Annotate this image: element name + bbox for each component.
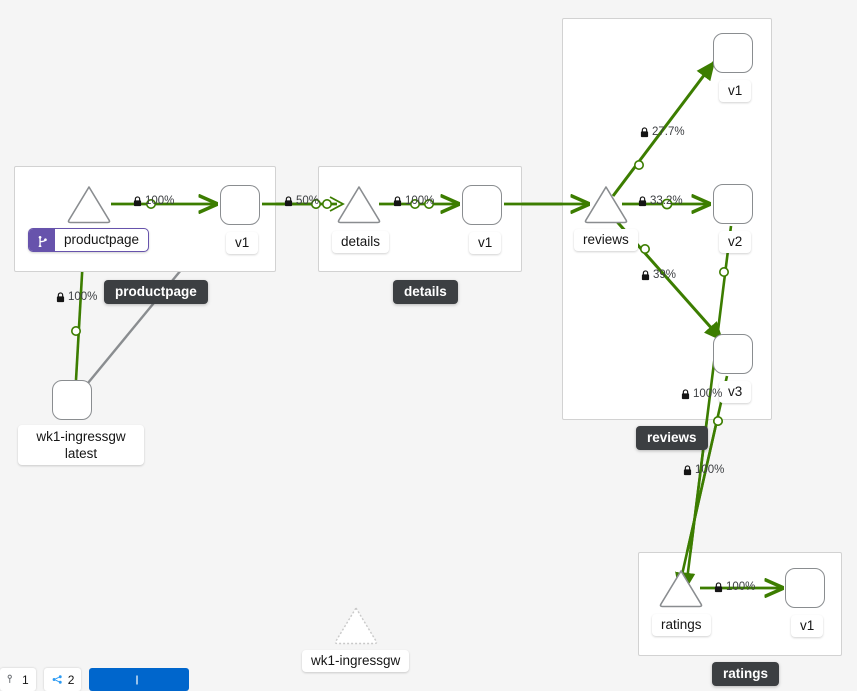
group-label-reviews[interactable]: reviews xyxy=(636,426,708,450)
edge-label-ratings-to-v1: 100% xyxy=(714,581,755,594)
edge-label-reviews-to-v3: 39% xyxy=(641,269,676,282)
node-workload-reviews-v3[interactable] xyxy=(713,334,753,374)
lock-icon xyxy=(638,196,647,207)
node-service-productpage[interactable] xyxy=(66,184,112,224)
node-service-reviews[interactable] xyxy=(583,184,629,224)
node-label-line-2: latest xyxy=(64,446,98,461)
node-label-wk1-ingressgw-ghost: wk1-ingressgw xyxy=(302,650,410,672)
group-label-ratings[interactable]: ratings xyxy=(712,662,780,686)
edge-pct: 100% xyxy=(68,291,98,303)
node-service-ratings[interactable] xyxy=(658,568,704,608)
edge-label-reviews-to-v2: 33.2% xyxy=(638,195,683,208)
badge-virtual-service-productpage[interactable]: productpage xyxy=(28,228,150,252)
node-label-wk1-ingressgw: wk1-ingressgw latest xyxy=(18,425,144,465)
node-label-reviews: reviews xyxy=(574,229,638,251)
node-label-details: details xyxy=(332,231,390,253)
edge-pct: 100% xyxy=(145,195,175,207)
node-workload-wk1-ingressgw[interactable] xyxy=(52,380,92,420)
edge-label-productpage-to-v1: 100% xyxy=(133,195,174,208)
edge-label-reviews-v3-to-ratings: 100% xyxy=(681,388,722,401)
lock-icon xyxy=(284,196,293,207)
share-icon xyxy=(52,675,62,684)
node-label-reviews-v2: v2 xyxy=(719,231,752,253)
node-label-details-v1: v1 xyxy=(469,232,502,254)
share-chip[interactable]: 2 xyxy=(43,668,82,691)
edge-label-reviews-to-v1: 27.7% xyxy=(640,126,685,139)
node-workload-ratings-v1[interactable] xyxy=(785,568,825,608)
lock-icon xyxy=(640,127,649,138)
node-label-reviews-v3: v3 xyxy=(719,381,752,403)
edge-pct: 27.7% xyxy=(652,126,685,138)
edge-label-ingressgw-to-productpage: 100% xyxy=(56,291,97,304)
edge-pct: 33.2% xyxy=(650,195,683,207)
node-label-ratings: ratings xyxy=(652,614,711,636)
badge-label-productpage: productpage xyxy=(64,232,140,247)
bottom-toolbar[interactable]: 1 2 xyxy=(0,668,190,691)
lock-icon xyxy=(133,196,142,207)
lock-icon xyxy=(393,196,402,207)
node-label-productpage-v1: v1 xyxy=(226,232,259,254)
lock-icon xyxy=(683,465,692,476)
primary-action-button[interactable] xyxy=(89,668,190,691)
lock-icon xyxy=(56,292,65,303)
edge-label-productpage-v1-to-details: 50% xyxy=(284,195,319,208)
node-label-reviews-v1: v1 xyxy=(719,80,752,102)
edge-pct: 50% xyxy=(296,195,320,207)
edge-pct: 100% xyxy=(695,464,725,476)
legend-chip[interactable]: 1 xyxy=(0,668,36,691)
node-service-details[interactable] xyxy=(336,184,382,224)
primary-action-icon xyxy=(136,675,138,684)
lock-icon xyxy=(714,582,723,593)
node-label-ratings-v1: v1 xyxy=(791,615,824,637)
edge-label-details-to-v1: 100% xyxy=(393,195,434,208)
node-workload-reviews-v2[interactable] xyxy=(713,184,753,224)
node-workload-reviews-v1[interactable] xyxy=(713,33,753,73)
edge-pct: 100% xyxy=(405,195,435,207)
node-workload-details-v1[interactable] xyxy=(462,185,502,225)
lock-icon xyxy=(641,270,650,281)
code-branch-icon xyxy=(29,229,55,251)
legend-icon xyxy=(7,674,12,683)
edge-pct: 100% xyxy=(726,581,756,593)
share-chip-label: 2 xyxy=(67,672,75,687)
group-label-productpage[interactable]: productpage xyxy=(104,280,208,304)
node-label-line-1: wk1-ingressgw xyxy=(36,429,126,444)
edge-pct: 100% xyxy=(693,388,723,400)
node-service-wk1-ingressgw-ghost[interactable] xyxy=(333,605,379,645)
legend-chip-label: 1 xyxy=(22,672,29,687)
edge-label-reviews-v2-to-ratings: 100% xyxy=(683,464,724,477)
lock-icon xyxy=(681,389,690,400)
edge-pct: 39% xyxy=(653,269,677,281)
group-label-details[interactable]: details xyxy=(393,280,458,304)
node-workload-productpage-v1[interactable] xyxy=(220,185,260,225)
